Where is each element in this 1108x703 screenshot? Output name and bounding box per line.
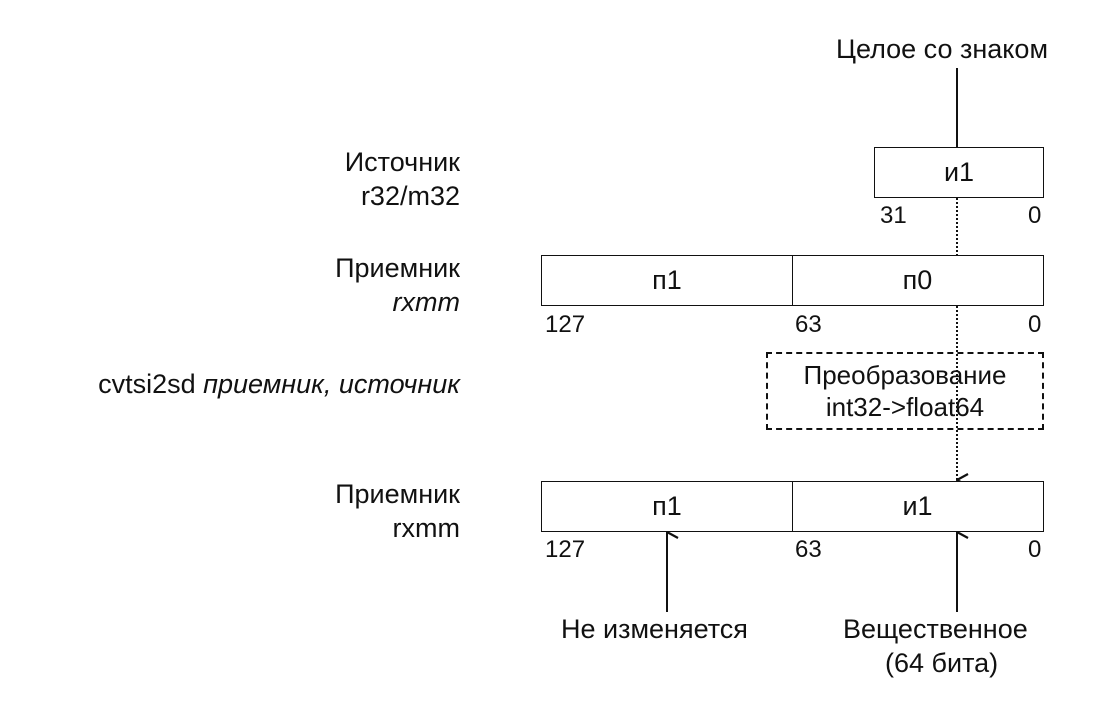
result-cell-low: и1	[902, 491, 933, 521]
dest-title: Приемник	[335, 253, 460, 283]
instruction-label: cvtsi2sd приемник, источник	[98, 368, 460, 400]
instruction-operands: приемник, источник	[203, 369, 460, 399]
source-title: Источник	[344, 147, 460, 177]
result-subtitle: rxmm	[392, 513, 460, 543]
real-label-line1: Вещественное	[843, 614, 1028, 644]
dest-cell-high: п1	[542, 256, 793, 305]
bit-label-0: 0	[1028, 311, 1042, 338]
dest-cell-low: п0	[902, 265, 933, 295]
dest-subtitle: rxmm	[392, 287, 460, 317]
bit-label-0: 0	[1028, 536, 1042, 563]
dest-register-after: п1 и1	[541, 481, 1044, 532]
result-cell-high: п1	[542, 482, 793, 531]
source-subtitle: r32/m32	[360, 181, 460, 211]
bit-label-127: 127	[545, 536, 586, 563]
conversion-box: Преобразование int32->float64	[766, 352, 1044, 430]
source-cell: и1	[943, 157, 975, 187]
unchanged-label: Не изменяется	[561, 614, 748, 644]
dest-register-before: п1 п0	[541, 255, 1044, 306]
bit-label-63: 63	[795, 311, 822, 338]
bit-label-63: 63	[795, 536, 822, 563]
instruction-mnemonic: cvtsi2sd	[98, 369, 196, 399]
result-title: Приемник	[335, 479, 460, 509]
bit-label-127: 127	[545, 311, 586, 338]
bit-label-31: 31	[880, 202, 907, 229]
bit-label-0: 0	[1028, 202, 1042, 229]
source-register: и1	[874, 147, 1044, 198]
conversion-line-1: Преобразование	[803, 360, 1007, 390]
signed-integer-label: Целое со знаком	[836, 34, 1049, 64]
real-label-line2: (64 бита)	[885, 648, 999, 678]
conversion-line-2: int32->float64	[825, 392, 985, 422]
